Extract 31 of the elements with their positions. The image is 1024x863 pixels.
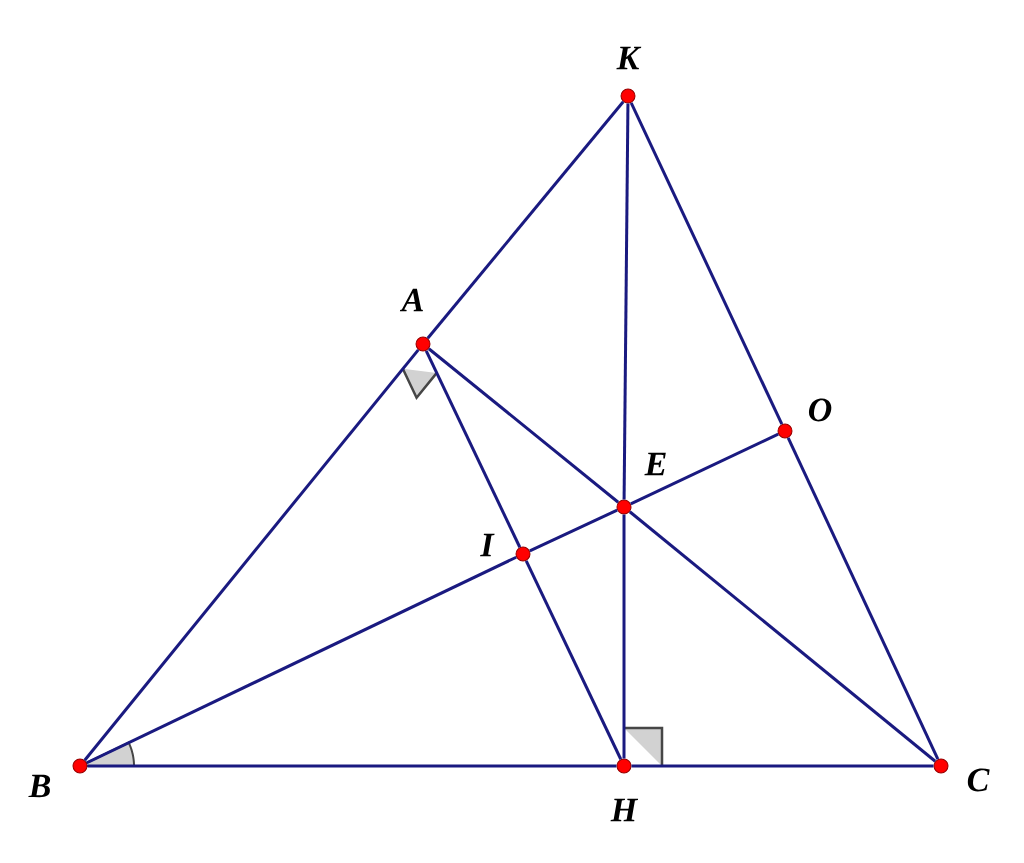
point: O (777, 398, 832, 439)
node-label: O (808, 398, 832, 422)
point: H (610, 758, 639, 822)
line-segment (426, 100, 625, 340)
line-segment (622, 514, 626, 759)
point: A (399, 288, 431, 352)
node-label: K (616, 46, 642, 70)
line-segment (86, 555, 517, 765)
point: I (480, 533, 531, 562)
node-label: C (967, 768, 990, 792)
line-segment (629, 102, 784, 425)
line-segment (529, 508, 618, 553)
point: C (933, 758, 990, 792)
line-segment (83, 348, 420, 762)
point: B (28, 758, 88, 798)
node-label: B (28, 774, 51, 798)
node-label: H (610, 798, 639, 822)
line-segment (427, 347, 620, 504)
line-segment (87, 764, 617, 768)
line-segment (622, 103, 630, 500)
node-label: A (399, 288, 423, 312)
point: E (616, 452, 666, 515)
node-label: E (644, 452, 666, 476)
node-label: I (480, 533, 495, 557)
line-segment (424, 350, 522, 548)
point: K (616, 46, 642, 104)
line-segment (630, 432, 779, 506)
line-segment (631, 764, 934, 768)
line-segment (628, 510, 937, 763)
line-segment (524, 560, 623, 760)
line-segment (786, 437, 940, 760)
